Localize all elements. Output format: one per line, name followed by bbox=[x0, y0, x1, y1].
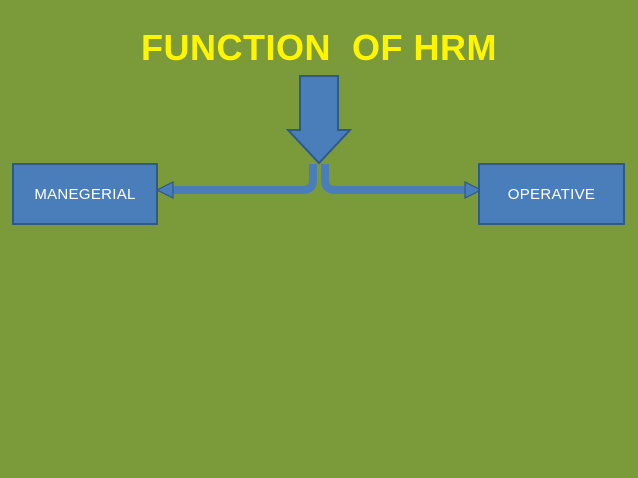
node-operative-label: OPERATIVE bbox=[507, 185, 596, 203]
left-arrow-icon bbox=[155, 181, 174, 199]
down-arrow-icon bbox=[285, 75, 353, 165]
node-managerial[interactable]: MANEGERIAL bbox=[12, 163, 158, 225]
arrow-to-managerial-line bbox=[168, 164, 317, 194]
node-managerial-label: MANEGERIAL bbox=[34, 185, 136, 203]
page-title: FUNCTION OF HRM bbox=[141, 27, 497, 68]
node-operative[interactable]: OPERATIVE bbox=[478, 163, 625, 225]
arrow-to-operative-line bbox=[321, 164, 470, 194]
